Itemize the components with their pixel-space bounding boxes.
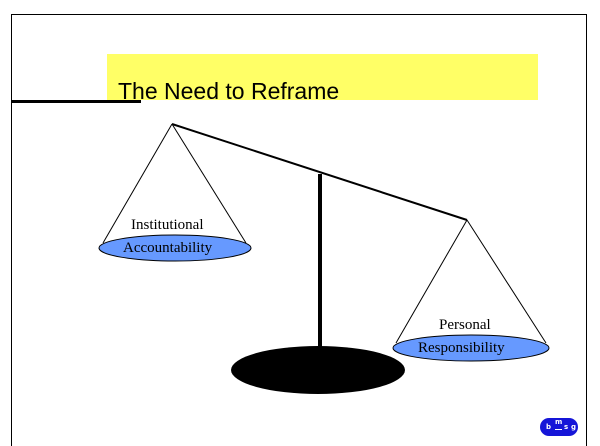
slide-frame-top	[11, 14, 587, 15]
right-pan-string-right	[466, 219, 547, 344]
left-pan	[98, 234, 252, 262]
right-pan-top-label: Personal	[439, 317, 491, 333]
left-pan-string-right	[171, 123, 247, 244]
right-pan	[392, 334, 550, 362]
right-pan-label: Responsibility	[418, 340, 505, 356]
logo-letter-g: g	[571, 423, 577, 431]
logo-letter-b: b	[546, 423, 552, 431]
left-pan-top-label: Institutional	[131, 217, 204, 233]
title-highlight-box	[107, 54, 538, 100]
left-pan-label: Accountability	[123, 240, 213, 256]
slide-title: The Need to Reframe	[118, 78, 340, 104]
left-pan-string-left	[102, 123, 173, 244]
slide-frame-left	[11, 14, 12, 446]
logo-letter-m: m	[555, 415, 563, 430]
title-underline-rule	[11, 100, 141, 103]
scale-beam	[171, 123, 468, 221]
bmsg-logo: b m s g	[540, 418, 578, 436]
right-pan-string-left	[395, 219, 468, 344]
slide-frame-right	[586, 14, 587, 446]
scale-base	[231, 346, 405, 394]
logo-letter-s: s	[564, 423, 569, 431]
